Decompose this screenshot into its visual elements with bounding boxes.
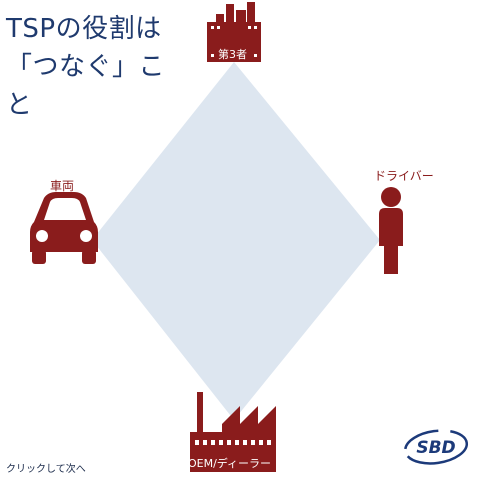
title-line-1: TSPの役割は: [6, 14, 162, 44]
page-title: TSPの役割は 「つなぐ」こ と: [6, 10, 186, 124]
buildings-icon[interactable]: [207, 2, 261, 62]
title-line-3: と: [6, 90, 33, 120]
node-label-driver: ドライバー: [374, 169, 434, 183]
person-icon[interactable]: [379, 187, 403, 274]
factory-icon[interactable]: [190, 392, 276, 472]
car-icon[interactable]: [30, 192, 98, 264]
connection-diamond: [92, 62, 380, 420]
click-next-hint[interactable]: クリックして次へ: [6, 464, 86, 475]
title-line-2: 「つなぐ」こ: [6, 52, 166, 82]
node-label-third-party: 第3者: [218, 48, 247, 61]
node-label-vehicle: 車両: [50, 179, 75, 193]
sbd-logo: SBD: [403, 429, 469, 465]
logo-text: SBD: [416, 438, 455, 458]
node-label-oem-dealer: OEM/ディーラー: [188, 457, 272, 470]
